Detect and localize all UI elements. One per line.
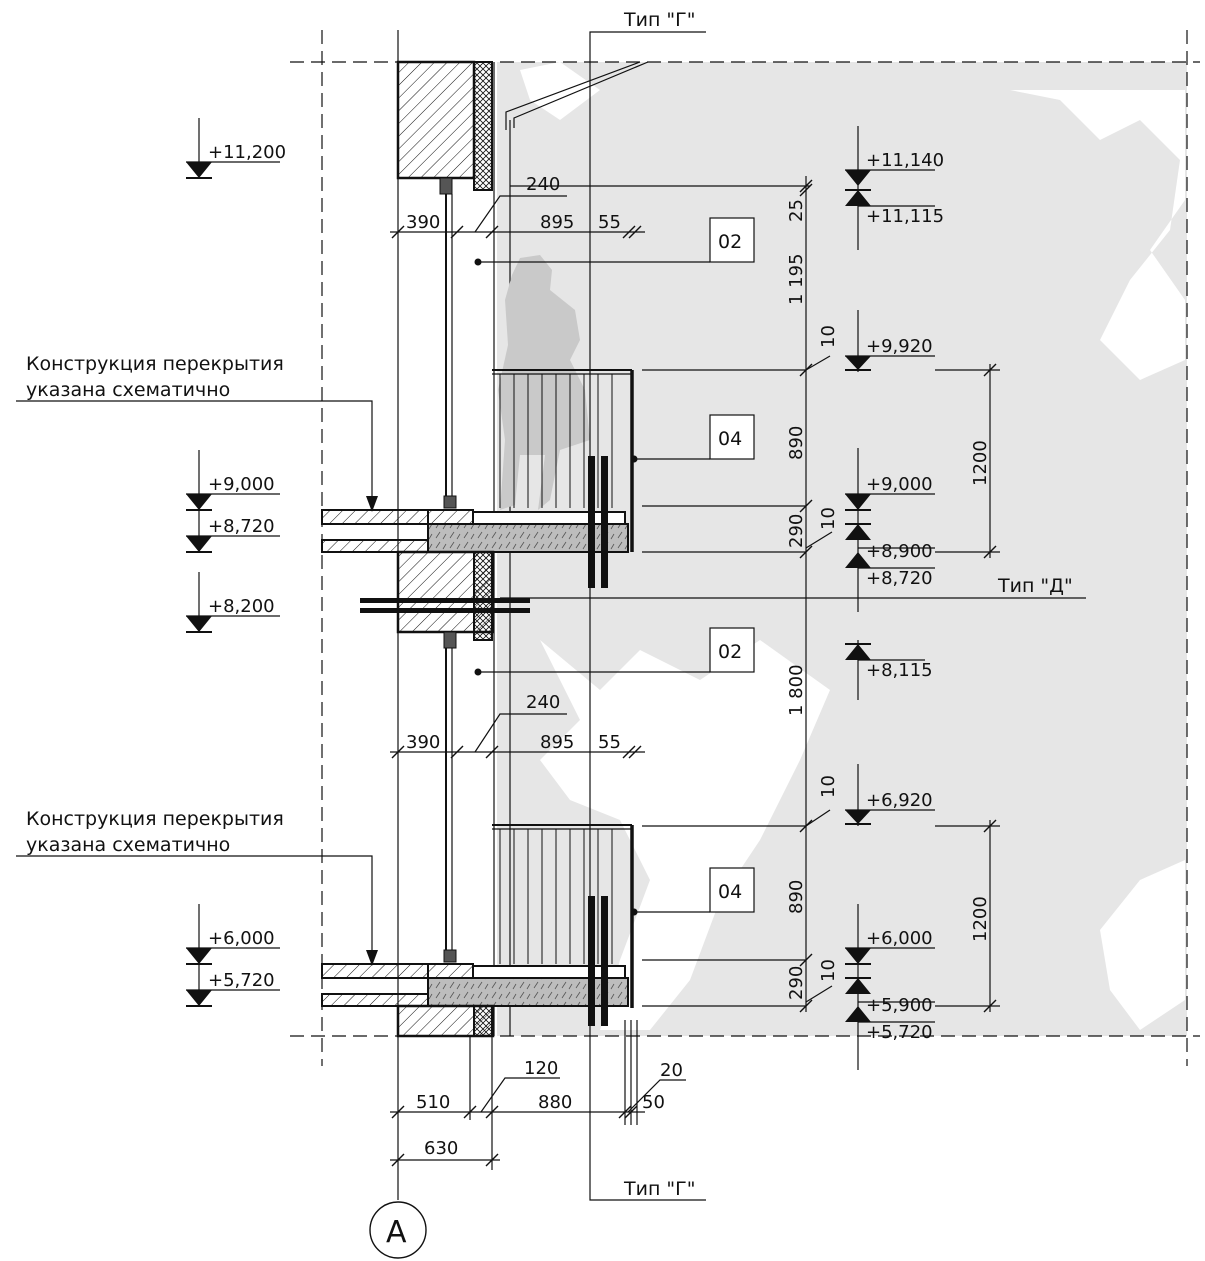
dim-label: 630 (424, 1138, 458, 1159)
horizontal-dimensions-upper: 240 390 895 55 (390, 174, 810, 239)
dim-label: 890 (786, 426, 807, 460)
elevation-mark: +8,900 (845, 523, 935, 562)
svg-text:+9,000: +9,000 (208, 474, 275, 495)
slab-lower (321, 896, 629, 1038)
elevation-mark: +8,200 (186, 572, 280, 633)
dim-label: 25 (786, 199, 807, 222)
dim-label: 510 (416, 1092, 450, 1113)
elevation-mark: +11,115 (845, 189, 944, 227)
dim-label: 895 (540, 212, 574, 233)
elevation-mark: +9,920 (845, 336, 935, 371)
dim-label: 120 (524, 1058, 558, 1079)
dim-label: 290 (786, 966, 807, 1000)
slab-note-line2: указана схематично (26, 834, 230, 856)
slab-note-line1: Конструкция перекрытия (26, 808, 284, 830)
railing-height-dimensions: 1200 1200 (935, 363, 1000, 1013)
elevation-mark: +9,000 (186, 450, 280, 511)
slab-note-upper: Конструкция перекрытия указана схематичн… (16, 353, 378, 512)
room-tag: 04 (718, 881, 742, 903)
dim-label: 20 (660, 1060, 683, 1081)
dim-label: 890 (786, 880, 807, 914)
room-tag: 02 (718, 641, 742, 663)
svg-text:+8,115: +8,115 (866, 660, 933, 681)
room-tag: 02 (718, 231, 742, 253)
dim-label: 1200 (970, 896, 991, 942)
svg-text:+11,115: +11,115 (866, 206, 944, 227)
elevation-mark: +8,720 (845, 552, 935, 589)
section-tag-right: Тип "Д" (997, 575, 1073, 597)
horizontal-dimensions-bottom: 120 510 880 20 50 630 (390, 1020, 686, 1170)
elevation-mark: +6,920 (845, 790, 935, 825)
svg-text:+9,920: +9,920 (866, 336, 933, 357)
grid-axis-bubble: A (369, 1201, 427, 1259)
section-cut-lines (500, 31, 1086, 1201)
dim-label: 390 (406, 732, 440, 753)
elevation-mark: +6,000 (186, 904, 280, 965)
grid-axis-label: A (386, 1215, 407, 1250)
dim-label: 1200 (970, 440, 991, 486)
svg-text:+9,000: +9,000 (866, 474, 933, 495)
svg-text:+8,720: +8,720 (866, 568, 933, 589)
dim-label: 1 195 (786, 253, 807, 305)
svg-text:+5,900: +5,900 (866, 995, 933, 1016)
svg-text:+6,000: +6,000 (208, 928, 275, 949)
window-lower (443, 631, 457, 963)
section-tag-top: Тип "Г" (623, 9, 695, 31)
svg-text:+8,200: +8,200 (208, 596, 275, 617)
person-silhouette (498, 255, 590, 510)
right-elevation-markers: +11,140 +11,115 +9,920 +9,000 +8,900 (845, 126, 944, 1070)
elevation-mark: +11,140 (845, 150, 944, 186)
svg-text:+8,900: +8,900 (866, 541, 933, 562)
horizontal-dimensions-lower: 240 390 895 55 (390, 692, 645, 759)
elevation-mark: +5,720 (845, 1006, 935, 1043)
svg-text:+6,920: +6,920 (866, 790, 933, 811)
elevation-mark: +8,720 (186, 510, 280, 553)
dim-label: 290 (786, 514, 807, 548)
left-elevation-markers: +11,200 +9,000 +8,720 +8,200 +6,000 +5,7… (186, 118, 286, 1007)
dim-label: 10 (818, 325, 839, 348)
dim-label: 880 (538, 1092, 572, 1113)
elevation-mark: +8,115 (845, 643, 933, 681)
dim-label: 1 800 (786, 664, 807, 716)
dim-label: 55 (598, 732, 621, 753)
room-tag: 04 (718, 428, 742, 450)
vertical-dimensions: 25 1 195 10 890 10 290 1 800 10 890 10 2… (642, 176, 839, 1013)
room-tags: 02 04 02 04 (474, 217, 755, 916)
railing-upper (492, 369, 634, 552)
dim-label: 10 (818, 775, 839, 798)
dim-label: 55 (598, 212, 621, 233)
railing-lower (492, 824, 634, 1008)
dim-label: 390 (406, 212, 440, 233)
elevation-mark: +5,720 (186, 964, 280, 1007)
dim-label: 240 (526, 174, 560, 195)
svg-text:+11,200: +11,200 (208, 142, 286, 163)
svg-text:+5,720: +5,720 (208, 970, 275, 991)
elevation-mark: +9,000 (845, 474, 935, 511)
elevation-mark: +6,000 (845, 928, 935, 965)
svg-text:+8,720: +8,720 (208, 516, 275, 537)
dim-label: 50 (642, 1092, 665, 1113)
slab-note-line1: Конструкция перекрытия (26, 353, 284, 375)
slab-upper (321, 456, 629, 641)
window-upper (443, 194, 457, 509)
slab-note-lower: Конструкция перекрытия указана схематичн… (16, 808, 378, 966)
dim-label: 240 (526, 692, 560, 713)
svg-text:+6,000: +6,000 (866, 928, 933, 949)
dim-label: 10 (818, 959, 839, 982)
svg-text:+11,140: +11,140 (866, 150, 944, 171)
elevation-mark: +5,900 (845, 977, 935, 1016)
dim-label: 10 (818, 507, 839, 530)
slab-note-line2: указана схематично (26, 379, 230, 401)
svg-text:+5,720: +5,720 (866, 1022, 933, 1043)
section-tag-bottom: Тип "Г" (623, 1178, 695, 1200)
dim-label: 895 (540, 732, 574, 753)
elevation-mark: +11,200 (186, 118, 286, 179)
